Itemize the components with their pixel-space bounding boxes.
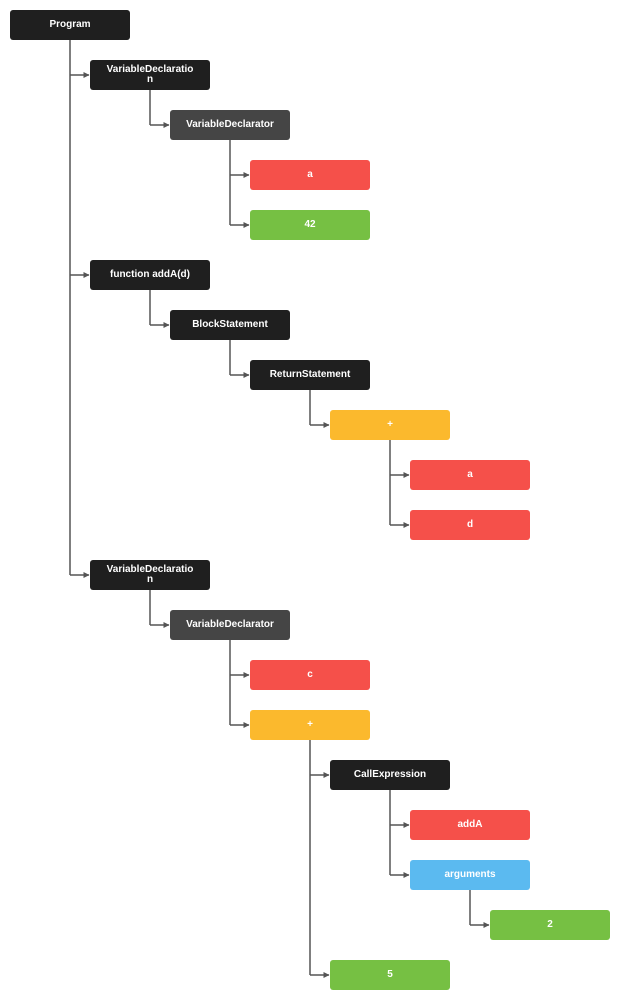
ast-node-operator-node: +: [330, 410, 450, 440]
ast-node-identifier-c: c: [250, 660, 370, 690]
ast-node-statement-callexpression: CallExpression: [330, 760, 450, 790]
ast-node-declarator-variabledeclarator: VariableDeclarator: [170, 110, 290, 140]
ast-node-identifier-a: a: [250, 160, 370, 190]
ast-node-literal-5: 5: [330, 960, 450, 990]
ast-node-arguments-arguments: arguments: [410, 860, 530, 890]
ast-node-literal-42: 42: [250, 210, 370, 240]
ast-node-literal-2: 2: [490, 910, 610, 940]
ast-node-statement-function-adda-d: function addA(d): [90, 260, 210, 290]
ast-node-statement-variabledeclaration: VariableDeclaration: [90, 560, 210, 590]
ast-node-statement-variabledeclaration: VariableDeclaration: [90, 60, 210, 90]
ast-node-operator-node: +: [250, 710, 370, 740]
ast-node-declarator-variabledeclarator: VariableDeclarator: [170, 610, 290, 640]
ast-node-statement-blockstatement: BlockStatement: [170, 310, 290, 340]
ast-node-identifier-a: a: [410, 460, 530, 490]
ast-node-statement-program: Program: [10, 10, 130, 40]
ast-node-statement-returnstatement: ReturnStatement: [250, 360, 370, 390]
ast-node-identifier-d: d: [410, 510, 530, 540]
ast-node-identifier-adda: addA: [410, 810, 530, 840]
